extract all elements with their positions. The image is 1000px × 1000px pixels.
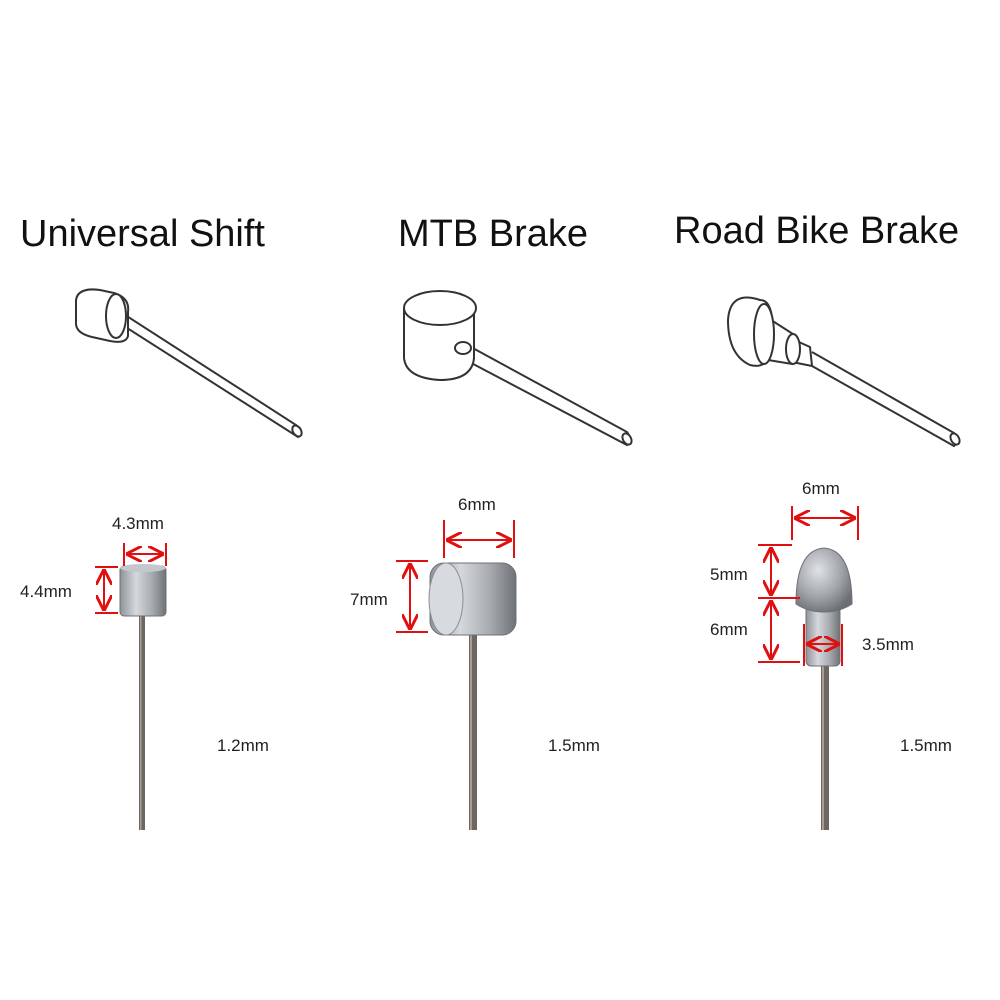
cylinder-cable-end-icon [74,288,303,439]
pear-cable-end-icon [726,296,961,448]
title-universal-shift: Universal Shift [20,213,265,255]
cable-road-bike-brake [821,664,829,830]
head-mtb-brake [428,562,517,636]
dim-universal-head-height: 4.4mm [20,582,72,601]
cable-universal-shift [139,612,145,830]
dim-mtb-head-width: 6mm [458,495,496,514]
dim-universal-cable: 1.2mm [217,736,269,755]
dim-mtb-cable: 1.5mm [548,736,600,755]
dim-road-head-width: 6mm [802,479,840,498]
title-road-bike-brake: Road Bike Brake [674,210,960,252]
head-universal-shift [119,564,167,617]
title-mtb-brake: MTB Brake [398,213,589,255]
dim-road-neck-height: 6mm [710,620,748,639]
dim-road-cable: 1.5mm [900,736,952,755]
dimension-lines [95,506,859,666]
dim-universal-head-width: 4.3mm [112,514,164,533]
barrel-cable-end-icon [403,290,633,447]
dim-road-neck-width: 3.5mm [862,635,914,654]
dim-road-dome-height: 5mm [710,565,748,584]
dim-mtb-head-height: 7mm [350,590,388,609]
cable-mtb-brake [469,628,477,830]
